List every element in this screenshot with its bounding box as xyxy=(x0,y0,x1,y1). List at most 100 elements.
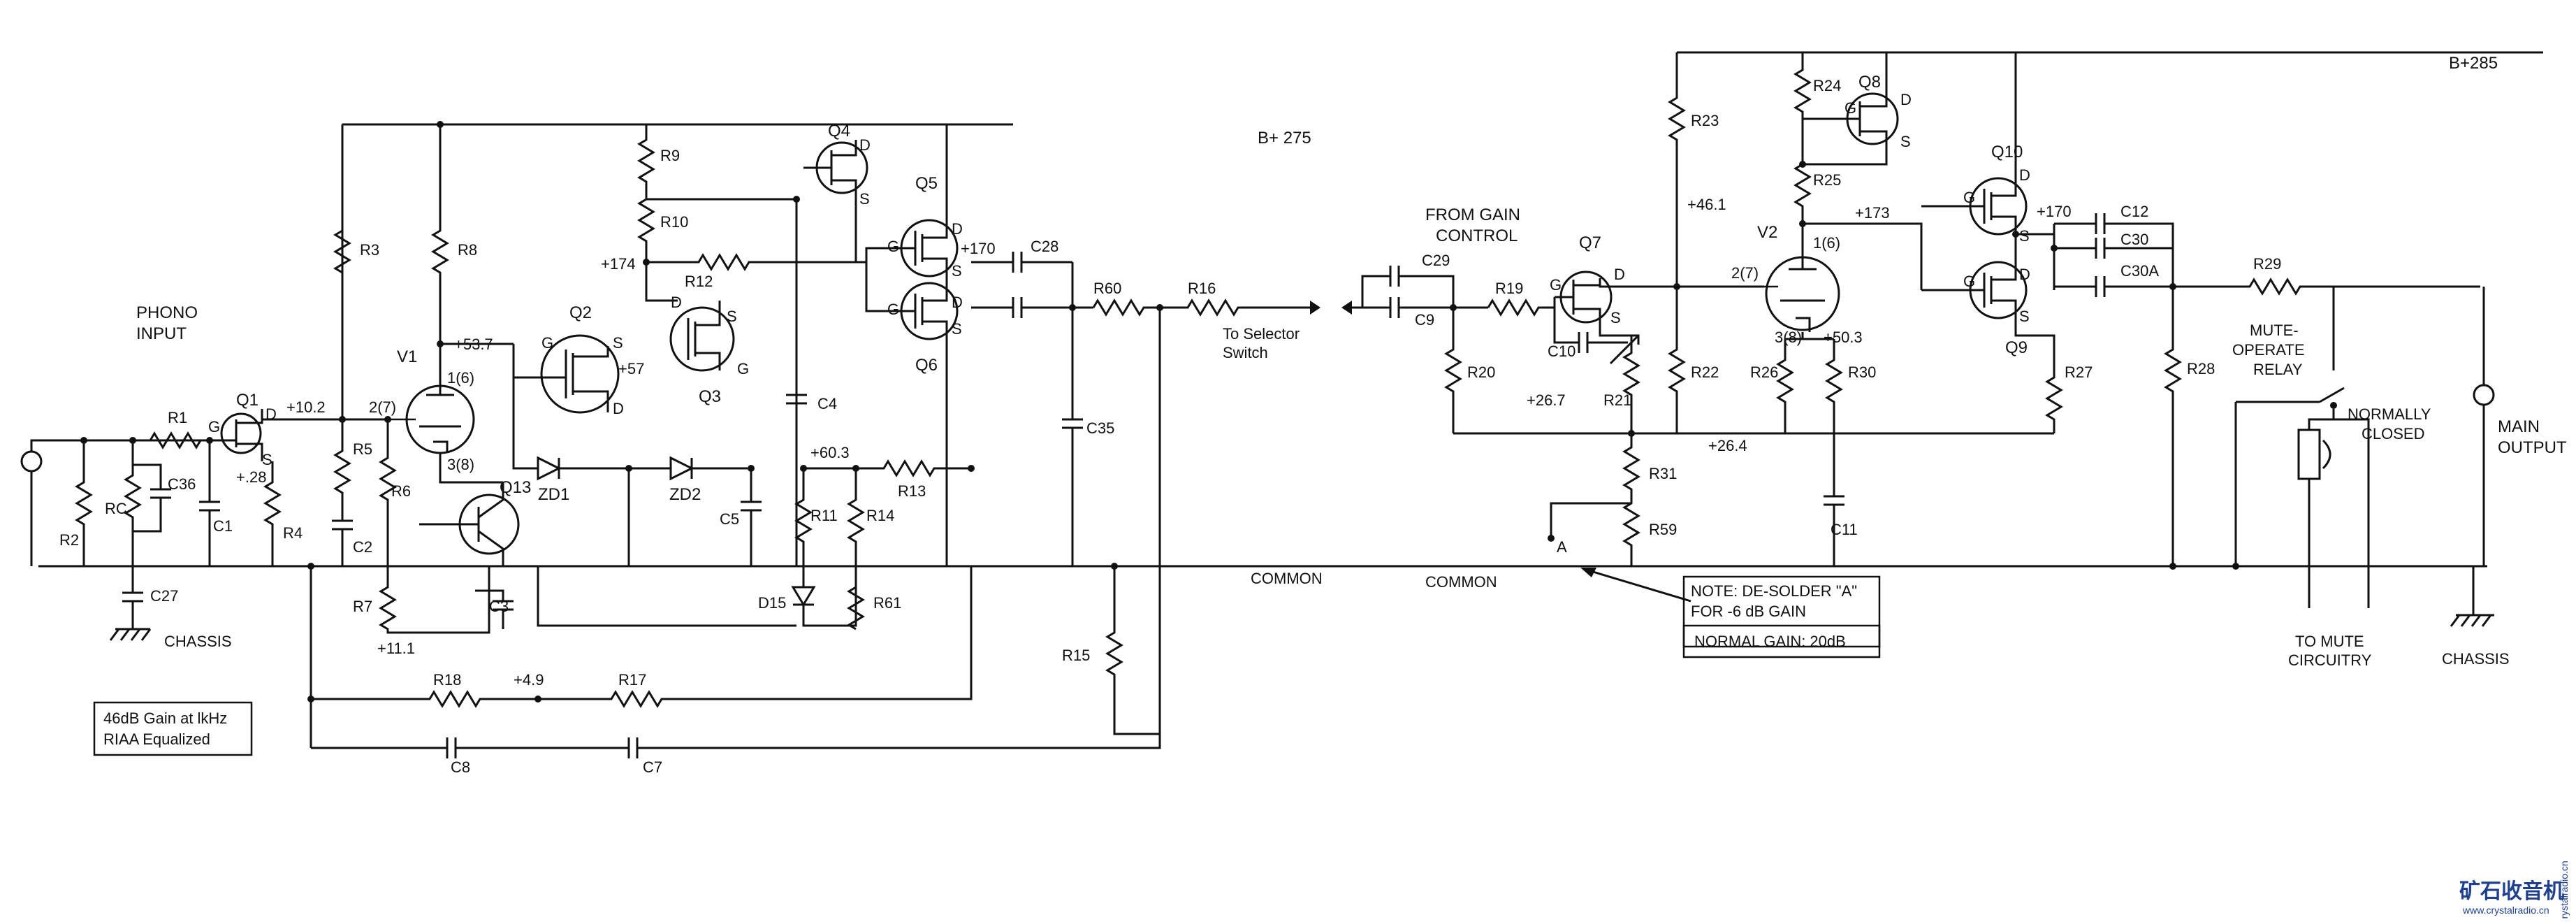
label-q3-source: S xyxy=(727,308,737,325)
label-r12: R12 xyxy=(685,273,713,290)
label-q7: Q7 xyxy=(1579,233,1601,252)
label-r5: R5 xyxy=(353,440,372,458)
resistor-r15 xyxy=(1105,566,1160,735)
resistor-r7 xyxy=(379,566,490,634)
transistor-q5 xyxy=(900,219,959,278)
label-common-left: COMMON xyxy=(1251,570,1323,587)
label-q2-drain: D xyxy=(613,400,624,417)
resistor-r26-r30 xyxy=(1776,332,1843,433)
watermark-logo: 矿石收音机 xyxy=(2459,879,2564,903)
desolder-note-line1: NOTE: DE-SOLDER "A" xyxy=(1691,582,1857,600)
label-r28: R28 xyxy=(2187,360,2215,377)
resistor-r4 xyxy=(263,461,282,566)
resistor-r11 xyxy=(794,468,813,566)
label-q2-gate: G xyxy=(541,334,553,352)
note-arrow xyxy=(1585,568,1691,603)
label-r13: R13 xyxy=(898,482,926,500)
label-q5-source: S xyxy=(952,262,962,280)
resistor-r24-r25 xyxy=(1793,52,1812,224)
watermark-url: www.crystalradio.cn xyxy=(2462,905,2549,916)
label-c1: C1 xyxy=(213,517,233,535)
label-zd2: ZD2 xyxy=(669,485,701,504)
transistor-q7 xyxy=(1555,271,1613,324)
label-c5: C5 xyxy=(720,510,739,528)
label-v170-right: +170 xyxy=(2037,203,2072,220)
capacitor-c28 xyxy=(971,252,1072,273)
label-v1: V1 xyxy=(397,347,417,366)
desolder-note-box xyxy=(1682,575,1881,648)
label-v174: +174 xyxy=(601,255,636,273)
capacitor-c4 xyxy=(786,388,807,468)
label-r8: R8 xyxy=(458,241,477,259)
transistor-q3 xyxy=(669,301,735,372)
label-q10-drain: D xyxy=(2019,166,2030,184)
label-q7-source: S xyxy=(1610,309,1621,326)
normal-gain-box xyxy=(1682,624,1881,658)
transistor-q10 xyxy=(1921,177,2028,236)
label-q1: Q1 xyxy=(236,391,259,410)
label-q7-gate: G xyxy=(1550,276,1562,294)
label-q9-drain: D xyxy=(2019,266,2030,283)
gain-note-line2: RIAA Equalized xyxy=(103,730,210,748)
label-c9: C9 xyxy=(1415,311,1434,329)
label-r9: R9 xyxy=(660,147,680,164)
label-b-plus-285: B+285 xyxy=(2449,54,2498,73)
diode-d15 xyxy=(791,566,857,627)
capacitor-c3 xyxy=(475,589,514,629)
gain-note-box xyxy=(93,701,253,756)
label-r10: R10 xyxy=(660,213,688,231)
r21-wiper-arrow xyxy=(1609,334,1640,365)
tube-v2 xyxy=(1764,224,1840,332)
label-main-line1: MAIN xyxy=(2498,417,2540,436)
label-q5-gate: G xyxy=(887,238,899,255)
label-mute-line3: RELAY xyxy=(2253,361,2303,378)
label-r29: R29 xyxy=(2253,255,2281,273)
label-main-line2: OUTPUT xyxy=(2498,438,2567,457)
label-v2-pin-bottom: 3(8) xyxy=(1775,329,1802,346)
mute-relay-contact xyxy=(2234,287,2345,566)
label-v2: V2 xyxy=(1757,223,1777,242)
transistor-q13 xyxy=(419,453,520,566)
label-q6: Q6 xyxy=(915,356,938,375)
label-r24: R24 xyxy=(1813,77,1841,94)
label-q9-source: S xyxy=(2019,308,2030,325)
resistor-r61 xyxy=(847,586,865,631)
label-mute-line1: MUTE- xyxy=(2250,322,2299,339)
resistor-r9-r10-r12 xyxy=(637,124,866,271)
label-c30a: C30A xyxy=(2120,262,2159,280)
junction-dots xyxy=(80,121,2239,703)
capacitor-c27 xyxy=(109,566,152,641)
label-r22: R22 xyxy=(1691,363,1719,381)
label-r11: R11 xyxy=(810,507,838,524)
label-r60: R60 xyxy=(1093,280,1121,297)
resistor-r20 xyxy=(1444,308,1462,433)
resistor-r5 xyxy=(332,419,353,566)
resistor-r13 xyxy=(803,459,971,477)
resistor-r6 xyxy=(379,419,397,566)
label-v173: +173 xyxy=(1855,204,1890,222)
resistor-r8 xyxy=(431,124,449,370)
label-r6: R6 xyxy=(391,482,411,500)
label-r26: R26 xyxy=(1750,363,1778,381)
capacitor-c36 xyxy=(133,463,171,533)
node-a xyxy=(1548,535,1555,542)
label-r19: R19 xyxy=(1495,280,1523,297)
label-r25: R25 xyxy=(1813,171,1841,189)
label-q7-drain: D xyxy=(1614,266,1625,283)
label-v11-1: +11.1 xyxy=(377,640,415,657)
label-to-mute-line1: TO MUTE xyxy=(2295,633,2364,650)
label-mute-line2: OPERATE xyxy=(2232,341,2305,359)
label-c3: C3 xyxy=(489,598,509,615)
capacitor-c1 xyxy=(199,440,220,566)
label-q2: Q2 xyxy=(569,303,592,322)
label-rc: RC xyxy=(105,500,127,517)
label-q8-source: S xyxy=(1900,133,1911,150)
resistor-r18-r17 xyxy=(310,566,973,748)
label-c30: C30 xyxy=(2120,231,2148,248)
label-q8-drain: D xyxy=(1900,91,1912,108)
resistor-r22 xyxy=(1668,287,1686,433)
label-q1-gate: G xyxy=(208,418,220,435)
label-r7: R7 xyxy=(353,598,372,615)
normal-gain-text: NORMAL GAIN: 20dB xyxy=(1694,633,1846,650)
label-q10-source: S xyxy=(2019,227,2030,245)
